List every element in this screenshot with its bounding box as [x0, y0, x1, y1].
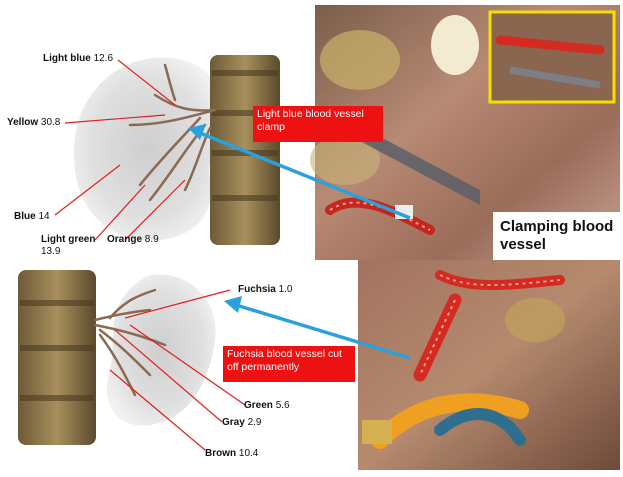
blue-arrows	[188, 124, 411, 360]
top-kidney-render	[54, 55, 280, 245]
caption-clamping: Clamping blood vessel	[500, 218, 614, 253]
vessel-label-fuchsia: Fuchsia 1.0	[238, 284, 293, 295]
vessel-label-orange: Orange 8.9	[107, 234, 159, 245]
bottom-surgical-photo	[358, 260, 620, 470]
callout-light-blue-clamp: Light blue blood vessel clamp	[253, 106, 383, 142]
bottom-kidney-render	[18, 270, 246, 451]
vessel-label-gray: Gray 2.9	[222, 417, 262, 428]
vessel-label-light-blue: Light blue 12.6	[43, 53, 114, 64]
callout-fuchsia-cut: Fuchsia blood vessel cut off permanently	[223, 346, 355, 382]
vessel-label-brown: Brown 10.4	[205, 448, 259, 459]
vessel-label-blue: Blue 14	[14, 211, 50, 222]
vessel-label-yellow: Yellow 30.8	[7, 117, 61, 128]
vessel-label-green: Green 5.6	[244, 400, 290, 411]
